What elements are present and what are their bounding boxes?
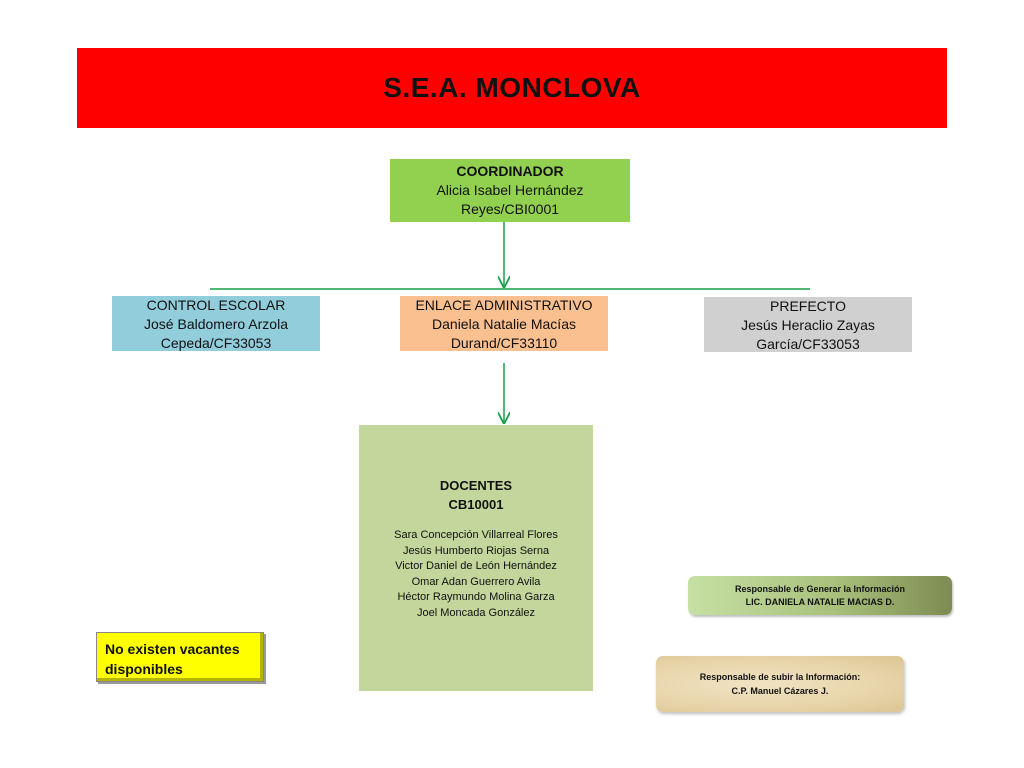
node-prefecto-name-line2: García/CF33053	[756, 336, 860, 352]
docentes-code: CB10001	[448, 497, 504, 512]
node-enlace-title: ENLACE ADMINISTRATIVO	[415, 297, 593, 313]
page-title: S.E.A. MONCLOVA	[383, 72, 641, 103]
responsable-generar-badge: Responsable de Generar la Información LI…	[688, 576, 952, 615]
docente-member: Omar Adan Guerrero Avila	[411, 575, 541, 588]
docente-member: Joel Moncada González	[416, 606, 535, 619]
node-enlace-name-line2: Durand/CF33110	[450, 335, 558, 351]
responsable-generar-label: Responsable de Generar la Información	[734, 584, 906, 594]
docente-member: Jesús Humberto Riojas Serna	[402, 544, 550, 557]
node-coordinador-title: COORDINADOR	[456, 163, 564, 179]
node-coordinador: COORDINADOR Alicia Isabel Hernández Reye…	[390, 159, 630, 222]
node-control-escolar-title: CONTROL ESCOLAR	[146, 297, 286, 313]
node-enlace-name-line1: Daniela Natalie Macías	[432, 316, 576, 332]
docente-member: Sara Concepción Villarreal Flores	[394, 529, 558, 541]
node-enlace-administrativo: ENLACE ADMINISTRATIVO Daniela Natalie Ma…	[400, 296, 608, 351]
responsable-subir-label: Responsable de subir la Información:	[699, 672, 861, 682]
vacancies-note: No existen vacantes disponibles	[96, 632, 264, 682]
node-prefecto: PREFECTO Jesús Heraclio Zayas García/CF3…	[704, 297, 912, 352]
node-coordinador-name-line1: Alicia Isabel Hernández	[436, 182, 584, 198]
docente-member: Victor Daniel de León Hernández	[395, 560, 557, 572]
node-prefecto-title: PREFECTO	[770, 298, 846, 314]
node-control-escolar: CONTROL ESCOLAR José Baldomero Arzola Ce…	[112, 296, 320, 351]
node-coordinador-name-line2: Reyes/CBI0001	[460, 201, 560, 217]
responsable-generar-name: LIC. DANIELA NATALIE MACIAS D.	[745, 597, 895, 607]
node-control-escolar-name-line1: José Baldomero Arzola	[144, 316, 288, 332]
node-docentes-title: DOCENTES CB10001	[359, 476, 593, 514]
responsable-subir-name: C.P. Manuel Cázares J.	[731, 686, 829, 696]
docente-member: Héctor Raymundo Molina Garza	[397, 591, 555, 603]
responsable-subir-badge: Responsable de subir la Información: C.P…	[656, 656, 904, 712]
title-banner: S.E.A. MONCLOVA	[77, 48, 947, 128]
node-docentes: DOCENTES CB10001 Sara Concepción Villarr…	[359, 425, 593, 691]
node-control-escolar-name-line2: Cepeda/CF33053	[160, 335, 272, 351]
docentes-member-list: Sara Concepción Villarreal Flores Jesús …	[359, 528, 593, 621]
node-prefecto-name-line1: Jesús Heraclio Zayas	[741, 317, 875, 333]
docentes-title-text: DOCENTES	[439, 478, 513, 493]
